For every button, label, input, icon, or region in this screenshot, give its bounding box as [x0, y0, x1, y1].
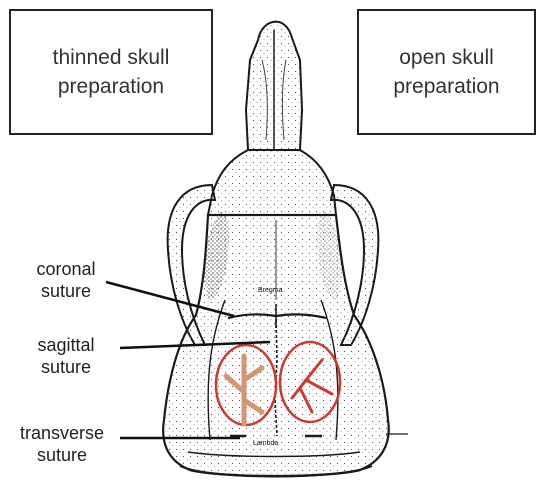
transverse-suture-label: transverse suture	[2, 422, 122, 466]
lambda-label: Lambda	[253, 440, 278, 447]
thinned-skull-preparation-label: thinned skull preparation	[53, 43, 170, 101]
thinned-skull-preparation-box: thinned skull preparation	[9, 9, 213, 135]
sagittal-label-line-2: suture	[14, 356, 118, 378]
coronal-label-line-1: coronal	[14, 258, 118, 280]
sagittal-suture-label: sagittal suture	[14, 334, 118, 378]
transverse-label-line-2: suture	[2, 444, 122, 466]
maxilla-outline	[208, 150, 336, 215]
coronal-suture-label: coronal suture	[14, 258, 118, 302]
sagittal-label-line-1: sagittal	[14, 334, 118, 356]
bregma-label: Bregma	[258, 287, 283, 294]
coronal-label-line-2: suture	[14, 280, 118, 302]
open-skull-preparation-box: open skull preparation	[357, 9, 536, 135]
open-skull-preparation-label: open skull preparation	[393, 43, 499, 101]
transverse-label-line-1: transverse	[2, 422, 122, 444]
